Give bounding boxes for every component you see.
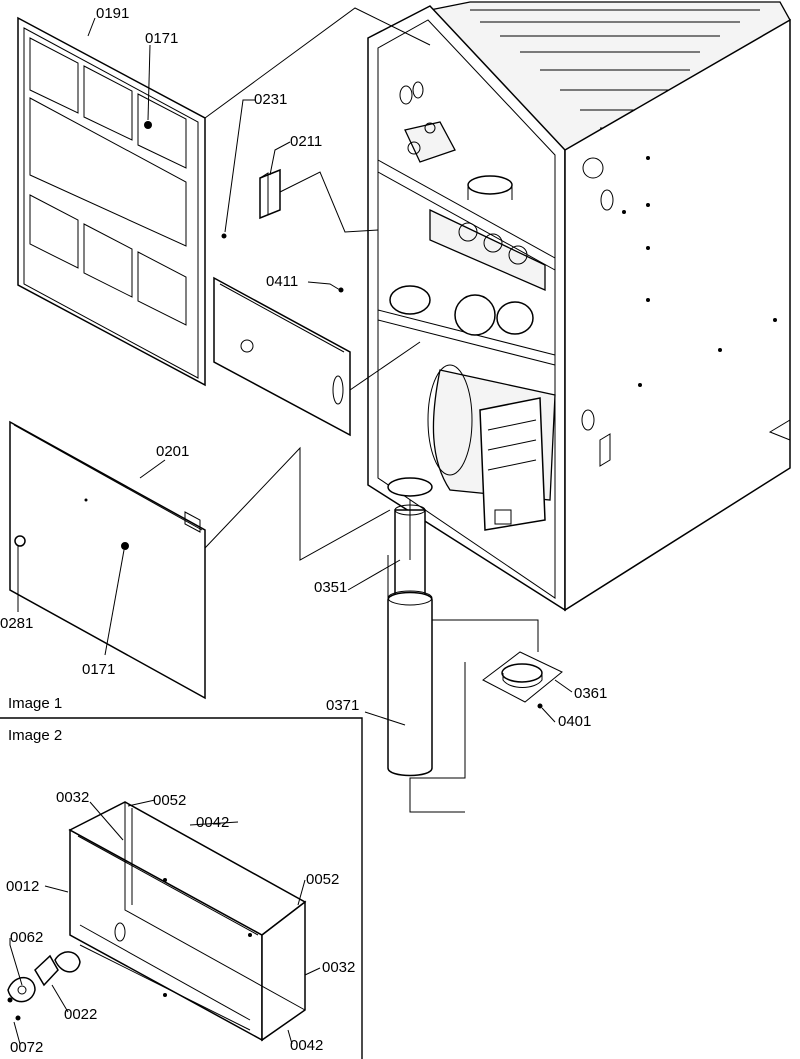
callout-0231: 0231 [254,91,287,108]
callout-0411: 0411 [266,273,298,290]
callout-0012: 0012 [6,878,39,895]
image-2-label: Image 2 [8,727,62,744]
callout-0371: 0371 [326,697,359,714]
blower-door-panel [9,420,206,700]
callout-0361: 0361 [574,685,607,702]
callout-0171-bottom: 0171 [82,661,115,678]
limit-switch-bracket [221,168,281,239]
callout-0062: 0062 [10,929,43,946]
callout-0022: 0022 [64,1006,97,1023]
callout-0171-top: 0171 [145,30,178,47]
callout-0191: 0191 [96,5,129,22]
callout-0401: 0401 [558,713,591,730]
control-access-panel [213,276,351,437]
callout-0042-top: 0042 [196,814,229,831]
explode-lines [204,7,539,813]
callout-0032-top: 0032 [56,789,89,806]
callout-labels: 0191 0171 0231 0211 0411 0201 0281 0171 … [0,5,607,1056]
callout-0211: 0211 [290,133,322,150]
filter-door-panel [17,16,206,387]
image-1-label: Image 1 [8,695,62,712]
vent-pipes [387,504,563,777]
inset-frame [0,717,363,1059]
callout-0042-bottom: 0042 [290,1037,323,1054]
callout-0052-right: 0052 [306,871,339,888]
callout-leaders [9,17,573,1045]
callout-0351: 0351 [314,579,347,596]
callout-0032-right: 0032 [322,959,355,976]
callout-0052-top: 0052 [153,792,186,809]
callout-0072: 0072 [10,1039,43,1056]
callout-0281: 0281 [0,615,33,632]
callout-0201: 0201 [156,443,189,460]
furnace-cabinet [367,1,791,612]
filter-cabinet-assembly [7,801,307,1042]
